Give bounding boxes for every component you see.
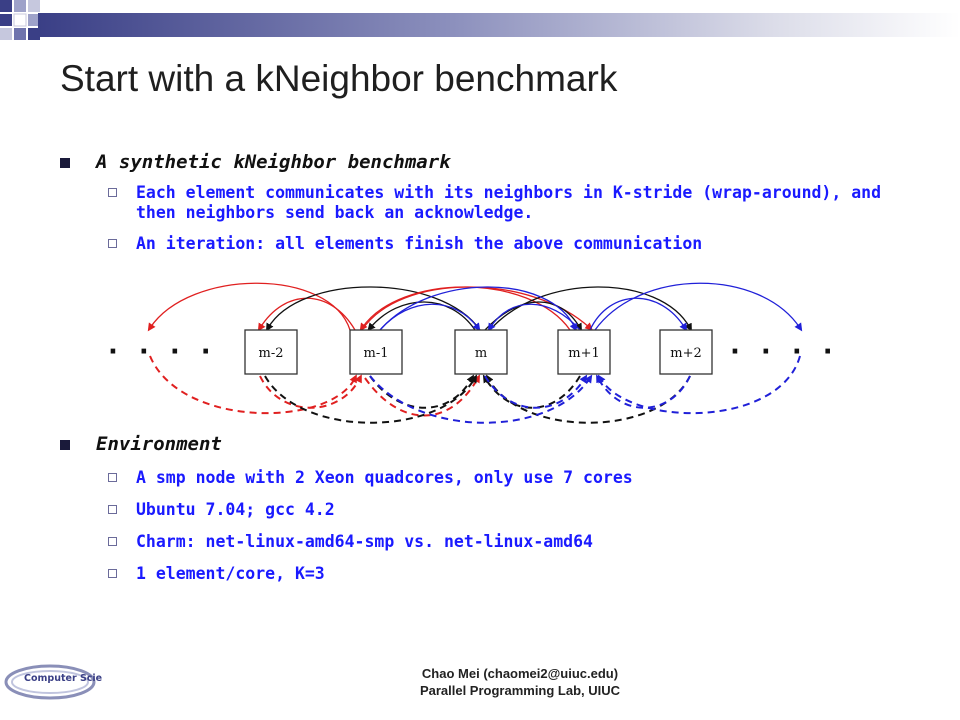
arrow-blue-m+1-to-m+2 [589,297,688,332]
footer-author: Chao Mei (chaomei2@uiuc.edu) [421,666,619,681]
slide-title: Start with a kNeighbor benchmark [60,58,618,99]
section1-item-1: Each element communicates with its neigh… [136,183,882,222]
dashed-black-ack-4 [486,374,691,424]
list-item: A smp node with 2 Xeon quadcores, only u… [60,468,920,488]
hollow-square-bullet-icon [108,473,117,482]
arrow-blue-m+1-to-m [487,303,581,332]
kneighbor-diagram: m-2 m-1 m m+1 m+2 · · · · · · · · [108,282,839,424]
node-label-m-2: m-2 [259,346,284,361]
arrow-black-m-to-m-1 [367,301,476,332]
section-synthetic-benchmark: A synthetic kNeighbor benchmark Each ele… [60,150,920,254]
list-item: Ubuntu 7.04; gcc 4.2 [60,500,920,520]
node-box-m+1 [557,329,611,375]
arrow-red-m-1-to-left [147,282,351,332]
footer-lab: Parallel Programming Lab, UIUC [419,683,621,698]
dashed-red-ack-1 [149,355,357,415]
dashed-blue-ack-4 [597,355,801,415]
node-label-m+2: m+2 [670,346,702,361]
dashed-red-ack-2 [259,374,362,409]
footer: Chao Mei (chaomei2@uiuc.edu) Parallel Pr… [340,665,700,699]
section2-item-4: 1 element/core, K=3 [136,564,325,583]
dashed-red-ack-3 [364,374,480,417]
dashed-blue-ack-1 [369,374,593,424]
arrow-black-m-to-m+2 [489,286,692,332]
hollow-square-bullet-icon [108,505,117,514]
hollow-square-bullet-icon [108,537,117,546]
dashed-black-ack-3 [482,374,581,409]
list-item: An iteration: all elements finish the ab… [60,234,920,254]
section2-item-2: Ubuntu 7.04; gcc 4.2 [136,500,335,519]
section2-heading-item: Environment [60,432,920,456]
section2-heading: Environment [96,433,222,455]
section2-item-1: A smp node with 2 Xeon quadcores, only u… [136,468,633,487]
dashed-blue-ack-3 [596,374,691,409]
node-box-m-1 [349,329,403,375]
section2-item-3: Charm: net-linux-amd64-smp vs. net-linux… [136,532,593,551]
section1-heading-item: A synthetic kNeighbor benchmark [60,150,920,174]
left-ellipsis-dots: · · · · [108,337,217,367]
arrow-red-m+1-to-m-1 [359,286,571,332]
list-item: Charm: net-linux-amd64-smp vs. net-linux… [60,532,920,552]
arrow-blue-m-1-to-m+1 [379,286,577,332]
node-label-m: m [475,346,487,361]
corner-squares-decoration [0,0,40,40]
right-ellipsis-dots: · · · · [730,337,839,367]
logo-text: Computer Science [24,673,102,684]
list-item: 1 element/core, K=3 [60,564,920,584]
section1-item-2: An iteration: all elements finish the ab… [136,234,703,253]
header-gradient-bar [38,13,960,37]
section-environment: Environment A smp node with 2 Xeon quadc… [60,432,920,584]
node-label-m+1: m+1 [568,346,600,361]
node-label-m-1: m-1 [364,346,389,361]
square-bullet-icon [60,440,70,450]
dashed-blue-ack-2 [484,374,588,409]
node-box-m+2 [659,329,713,375]
list-item: Each element communicates with its neigh… [60,183,920,223]
computer-science-logo: Computer Science [4,664,102,700]
dashed-black-ack-1 [264,374,478,424]
section1-heading: A synthetic kNeighbor benchmark [96,151,451,173]
node-box-m-2 [244,329,298,375]
node-box-m [454,329,508,375]
square-bullet-icon [60,158,70,168]
arrow-blue-m+1-to-right [594,282,803,332]
hollow-square-bullet-icon [108,239,117,248]
hollow-square-bullet-icon [108,569,117,578]
hollow-square-bullet-icon [108,188,117,197]
